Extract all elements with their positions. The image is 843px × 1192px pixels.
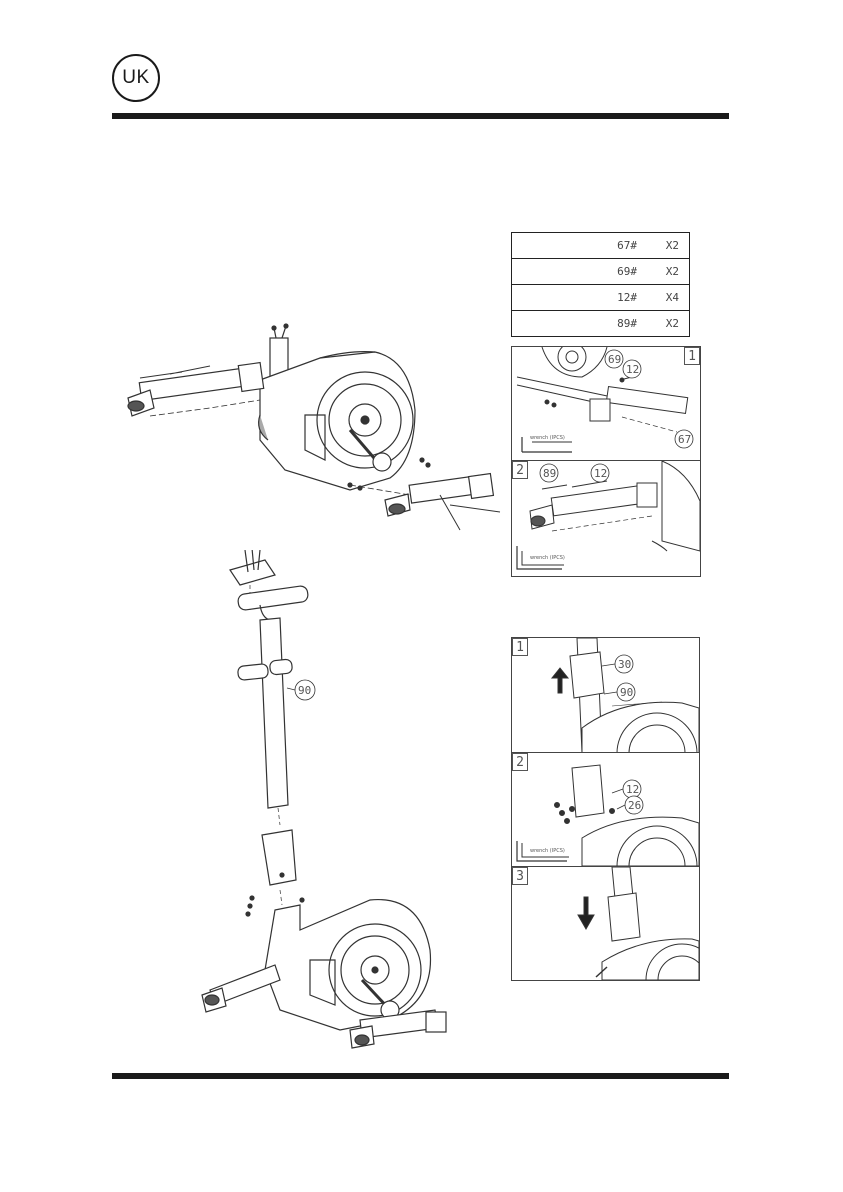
uk-language-badge: UK <box>112 54 160 102</box>
callout-label: 69 <box>608 353 621 366</box>
stabilizer-assembly-drawing <box>110 320 510 535</box>
part-number: 67# <box>617 239 637 252</box>
step-number: 3 <box>512 867 528 885</box>
step-b-detail-panel-1: 30 90 1 <box>511 637 700 754</box>
step-number: 2 <box>512 461 528 479</box>
step-number: 1 <box>684 347 700 365</box>
step-a-detail-panel-2: wrench (IPCS) 89 12 2 <box>511 460 701 577</box>
part-number: 69# <box>617 265 637 278</box>
svg-text:wrench (IPCS): wrench (IPCS) <box>530 555 565 561</box>
step-number: 1 <box>512 638 528 656</box>
callout-label: 90 <box>620 686 633 699</box>
svg-text:wrench (IPCS): wrench (IPCS) <box>530 435 565 441</box>
parts-row: 89# X2 <box>512 311 690 337</box>
header-rule <box>112 113 729 119</box>
callout-label: 89 <box>543 467 556 480</box>
part-qty: X4 <box>649 291 679 304</box>
callout-label: 26 <box>628 799 641 812</box>
upright-assembly-drawing: 90 <box>190 550 480 1060</box>
footer-rule <box>112 1073 729 1079</box>
callout-label: 12 <box>594 467 607 480</box>
svg-text:wrench (IPCS): wrench (IPCS) <box>530 848 565 854</box>
part-number: 89# <box>617 317 637 330</box>
callout-label: 30 <box>618 658 631 671</box>
step-b-detail-panel-3: 3 <box>511 866 700 981</box>
part-qty: X2 <box>649 239 679 252</box>
callout-label: 90 <box>298 684 311 697</box>
parts-row: 12# X4 <box>512 285 690 311</box>
callout-label: 12 <box>626 783 639 796</box>
callout-label: 12 <box>626 363 639 376</box>
part-qty: X2 <box>649 317 679 330</box>
step-number: 2 <box>512 753 528 771</box>
step-a-detail-panel-1: wrench (IPCS) 69 12 67 1 <box>511 346 701 461</box>
step-b-detail-panel-2: 12 26 wrench (IPCS) 2 <box>511 752 700 867</box>
parts-row: 69# X2 <box>512 259 690 285</box>
part-qty: X2 <box>649 265 679 278</box>
parts-table: 67# X2 69# X2 12# X4 89# X2 <box>511 232 690 337</box>
callout-label: 67 <box>678 433 691 446</box>
parts-row: 67# X2 <box>512 233 690 259</box>
part-number: 12# <box>617 291 637 304</box>
